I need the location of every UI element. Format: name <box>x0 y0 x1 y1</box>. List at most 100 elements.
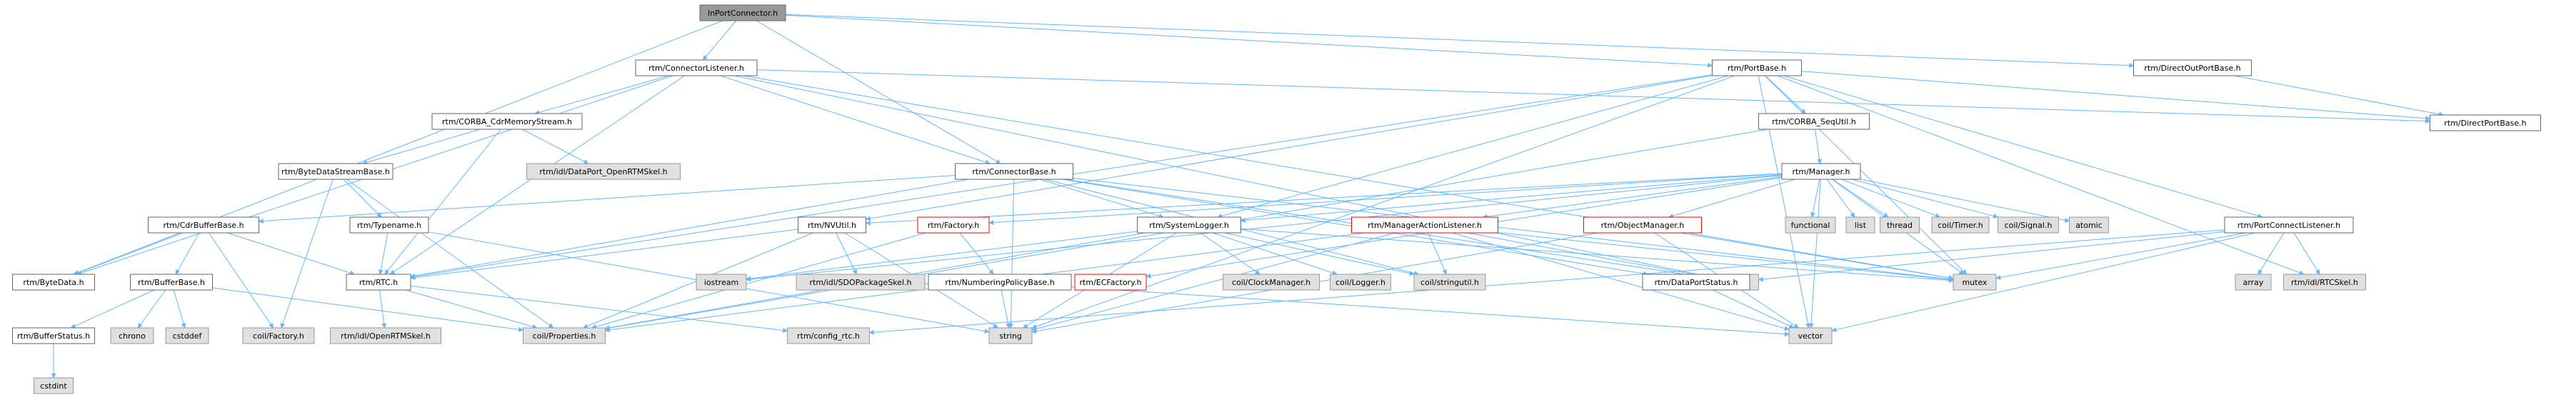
edge-cb-to-rtc <box>410 179 969 279</box>
node-label: chrono <box>119 331 146 341</box>
edge-mgr-to-ios <box>746 175 1783 282</box>
node-nvu[interactable]: rtm/NVUtil.h <box>798 216 866 234</box>
edge-cl-to-cdrm <box>534 75 669 115</box>
node-box <box>699 4 786 21</box>
node-tn[interactable]: rtm/Typename.h <box>349 216 429 234</box>
node-cb[interactable]: rtm/ConnectorBase.h <box>955 163 1073 180</box>
node-box <box>431 113 583 130</box>
node-root[interactable]: InPortConnector.h <box>699 4 786 21</box>
node-box <box>165 327 209 344</box>
edge-pb-to-nvu <box>865 75 1713 221</box>
edge-cb-to-str <box>1008 179 1015 329</box>
node-box <box>1642 274 1750 291</box>
edge-pcl-to-rtcs <box>2293 232 2320 275</box>
edge-mal-to-csu <box>1428 232 1447 275</box>
node-mal[interactable]: rtm/ManagerActionListener.h <box>1351 216 1498 234</box>
node-sl[interactable]: rtm/SystemLogger.h <box>1137 216 1241 234</box>
node-label: rtm/SystemLogger.h <box>1149 221 1229 230</box>
node-rtc[interactable]: rtm/RTC.h <box>346 274 411 291</box>
edge-pb-to-dpb <box>1801 71 2431 121</box>
edge-mgr-to-fac <box>988 173 1783 226</box>
node-cdrb[interactable]: rtm/CdrBufferBase.h <box>148 216 259 234</box>
node-bb[interactable]: rtm/BufferBase.h <box>130 274 213 291</box>
node-box <box>242 327 315 344</box>
node-cl[interactable]: rtm/ConnectorListener.h <box>635 59 758 76</box>
node-box <box>1998 216 2059 234</box>
node-box <box>2224 216 2354 234</box>
node-fac[interactable]: rtm/Factory.h <box>917 216 990 234</box>
edge-bb-to-chr <box>137 289 166 329</box>
node-box <box>787 327 870 344</box>
node-label: thread <box>1887 221 1913 230</box>
node-box <box>2069 216 2109 234</box>
node-dps[interactable]: rtm/DataPortStatus.h <box>1642 274 1750 291</box>
edge-rtc-to-ort <box>379 289 387 329</box>
edge-bb-to-cp <box>212 287 524 332</box>
node-cs[interactable]: rtm/CORBA_SeqUtil.h <box>1758 113 1870 130</box>
edge-cdrb-to-rtc <box>227 232 355 276</box>
node-bd[interactable]: rtm/ByteData.h <box>12 274 95 291</box>
edge-pb-to-cs <box>1765 75 1806 114</box>
node-label: rtm/CORBA_CdrMemoryStream.h <box>442 117 572 126</box>
edges-layer <box>51 14 2445 379</box>
edge-mgr-to-om <box>1668 179 1795 219</box>
node-label: rtm/DataPortStatus.h <box>1655 278 1738 287</box>
node-csd: cstddef <box>165 327 209 344</box>
node-box <box>1758 113 1870 130</box>
node-label: rtm/PortBase.h <box>1728 64 1786 73</box>
node-dop[interactable]: rtm/DirectOutPortBase.h <box>2133 59 2252 76</box>
edge-mgr-to-vec <box>1808 179 1821 329</box>
node-om[interactable]: rtm/ObjectManager.h <box>1583 216 1702 234</box>
node-label: rtm/Manager.h <box>1793 167 1850 176</box>
node-label: cstdint <box>40 381 67 391</box>
node-ios: iostream <box>696 274 747 291</box>
node-label: rtm/BufferStatus.h <box>17 331 90 341</box>
node-box <box>1845 216 1875 234</box>
edge-pb-to-mx <box>1764 75 1968 275</box>
node-box <box>330 327 441 344</box>
edge-mgr-to-sl <box>1240 174 1783 223</box>
node-label: rtm/ManagerActionListener.h <box>1368 221 1482 230</box>
node-cdrm[interactable]: rtm/CORBA_CdrMemoryStream.h <box>431 113 583 130</box>
node-box <box>278 163 394 180</box>
node-box <box>346 274 411 291</box>
edge-root-to-cl <box>702 20 737 61</box>
node-bds[interactable]: rtm/ByteDataStreamBase.h <box>278 163 394 180</box>
node-box <box>928 274 1072 291</box>
node-label: functional <box>1791 221 1830 230</box>
node-label: coil/Logger.h <box>1335 278 1385 287</box>
edge-pcl-to-ut <box>1758 231 2225 282</box>
node-box <box>34 377 74 394</box>
node-pcl[interactable]: rtm/PortConnectListener.h <box>2224 216 2354 234</box>
edge-nps-to-str <box>1001 289 1011 329</box>
node-box <box>523 327 606 344</box>
node-li: list <box>1845 216 1875 234</box>
node-pb[interactable]: rtm/PortBase.h <box>1712 59 1802 76</box>
node-label: atomic <box>2075 221 2103 230</box>
node-th: thread <box>1880 216 1920 234</box>
edge-rtc-to-rcfg <box>410 285 788 333</box>
node-box <box>798 216 866 234</box>
edge-rtc-to-cp <box>405 289 538 329</box>
edge-cdrb-to-bb <box>175 232 200 275</box>
edge-pcl-to-vec <box>1831 232 2255 333</box>
node-box <box>148 216 259 234</box>
node-label: cstddef <box>173 331 203 341</box>
node-label: rtm/NumberingPolicyBase.h <box>945 278 1054 287</box>
edge-root-to-pb <box>785 14 1713 68</box>
node-label: array <box>2243 278 2264 287</box>
edge-cb-to-cdrb <box>258 174 956 224</box>
edge-pb-to-sl <box>1217 75 1729 219</box>
node-box <box>1583 216 1702 234</box>
node-nps[interactable]: rtm/NumberingPolicyBase.h <box>928 274 1072 291</box>
node-mgr[interactable]: rtm/Manager.h <box>1781 163 1861 180</box>
node-label: rtm/idl/OpenRTMSkel.h <box>341 331 431 341</box>
node-label: rtm/ECFactory.h <box>1080 278 1142 287</box>
node-label: string <box>999 331 1022 341</box>
node-dpb[interactable]: rtm/DirectPortBase.h <box>2430 114 2541 131</box>
node-ecf[interactable]: rtm/ECFactory.h <box>1074 274 1147 291</box>
node-bs[interactable]: rtm/BufferStatus.h <box>12 327 95 344</box>
node-label: rtm/ConnectorBase.h <box>972 167 1056 176</box>
edge-cl-to-mx <box>743 75 1954 281</box>
node-label: coil/stringutil.h <box>1420 278 1479 287</box>
